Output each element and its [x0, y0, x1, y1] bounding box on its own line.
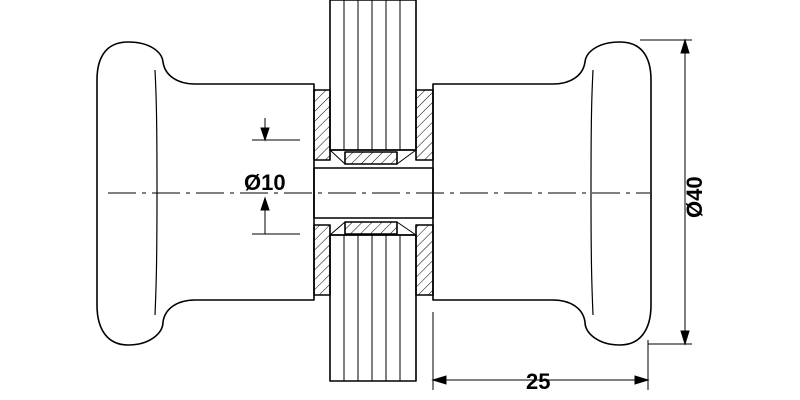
left-knob — [96, 41, 315, 346]
right-knob — [432, 41, 652, 346]
dimension-diameter-40 — [640, 38, 692, 346]
diameter-40-label: Ø40 — [682, 176, 707, 218]
door-panel — [329, 0, 417, 382]
hatched-sections — [313, 89, 434, 296]
diameter-10-label: Ø10 — [244, 170, 286, 195]
dimension-length-25 — [431, 312, 650, 390]
length-25-label: 25 — [526, 369, 550, 394]
dimension-diameter-10 — [252, 118, 300, 235]
